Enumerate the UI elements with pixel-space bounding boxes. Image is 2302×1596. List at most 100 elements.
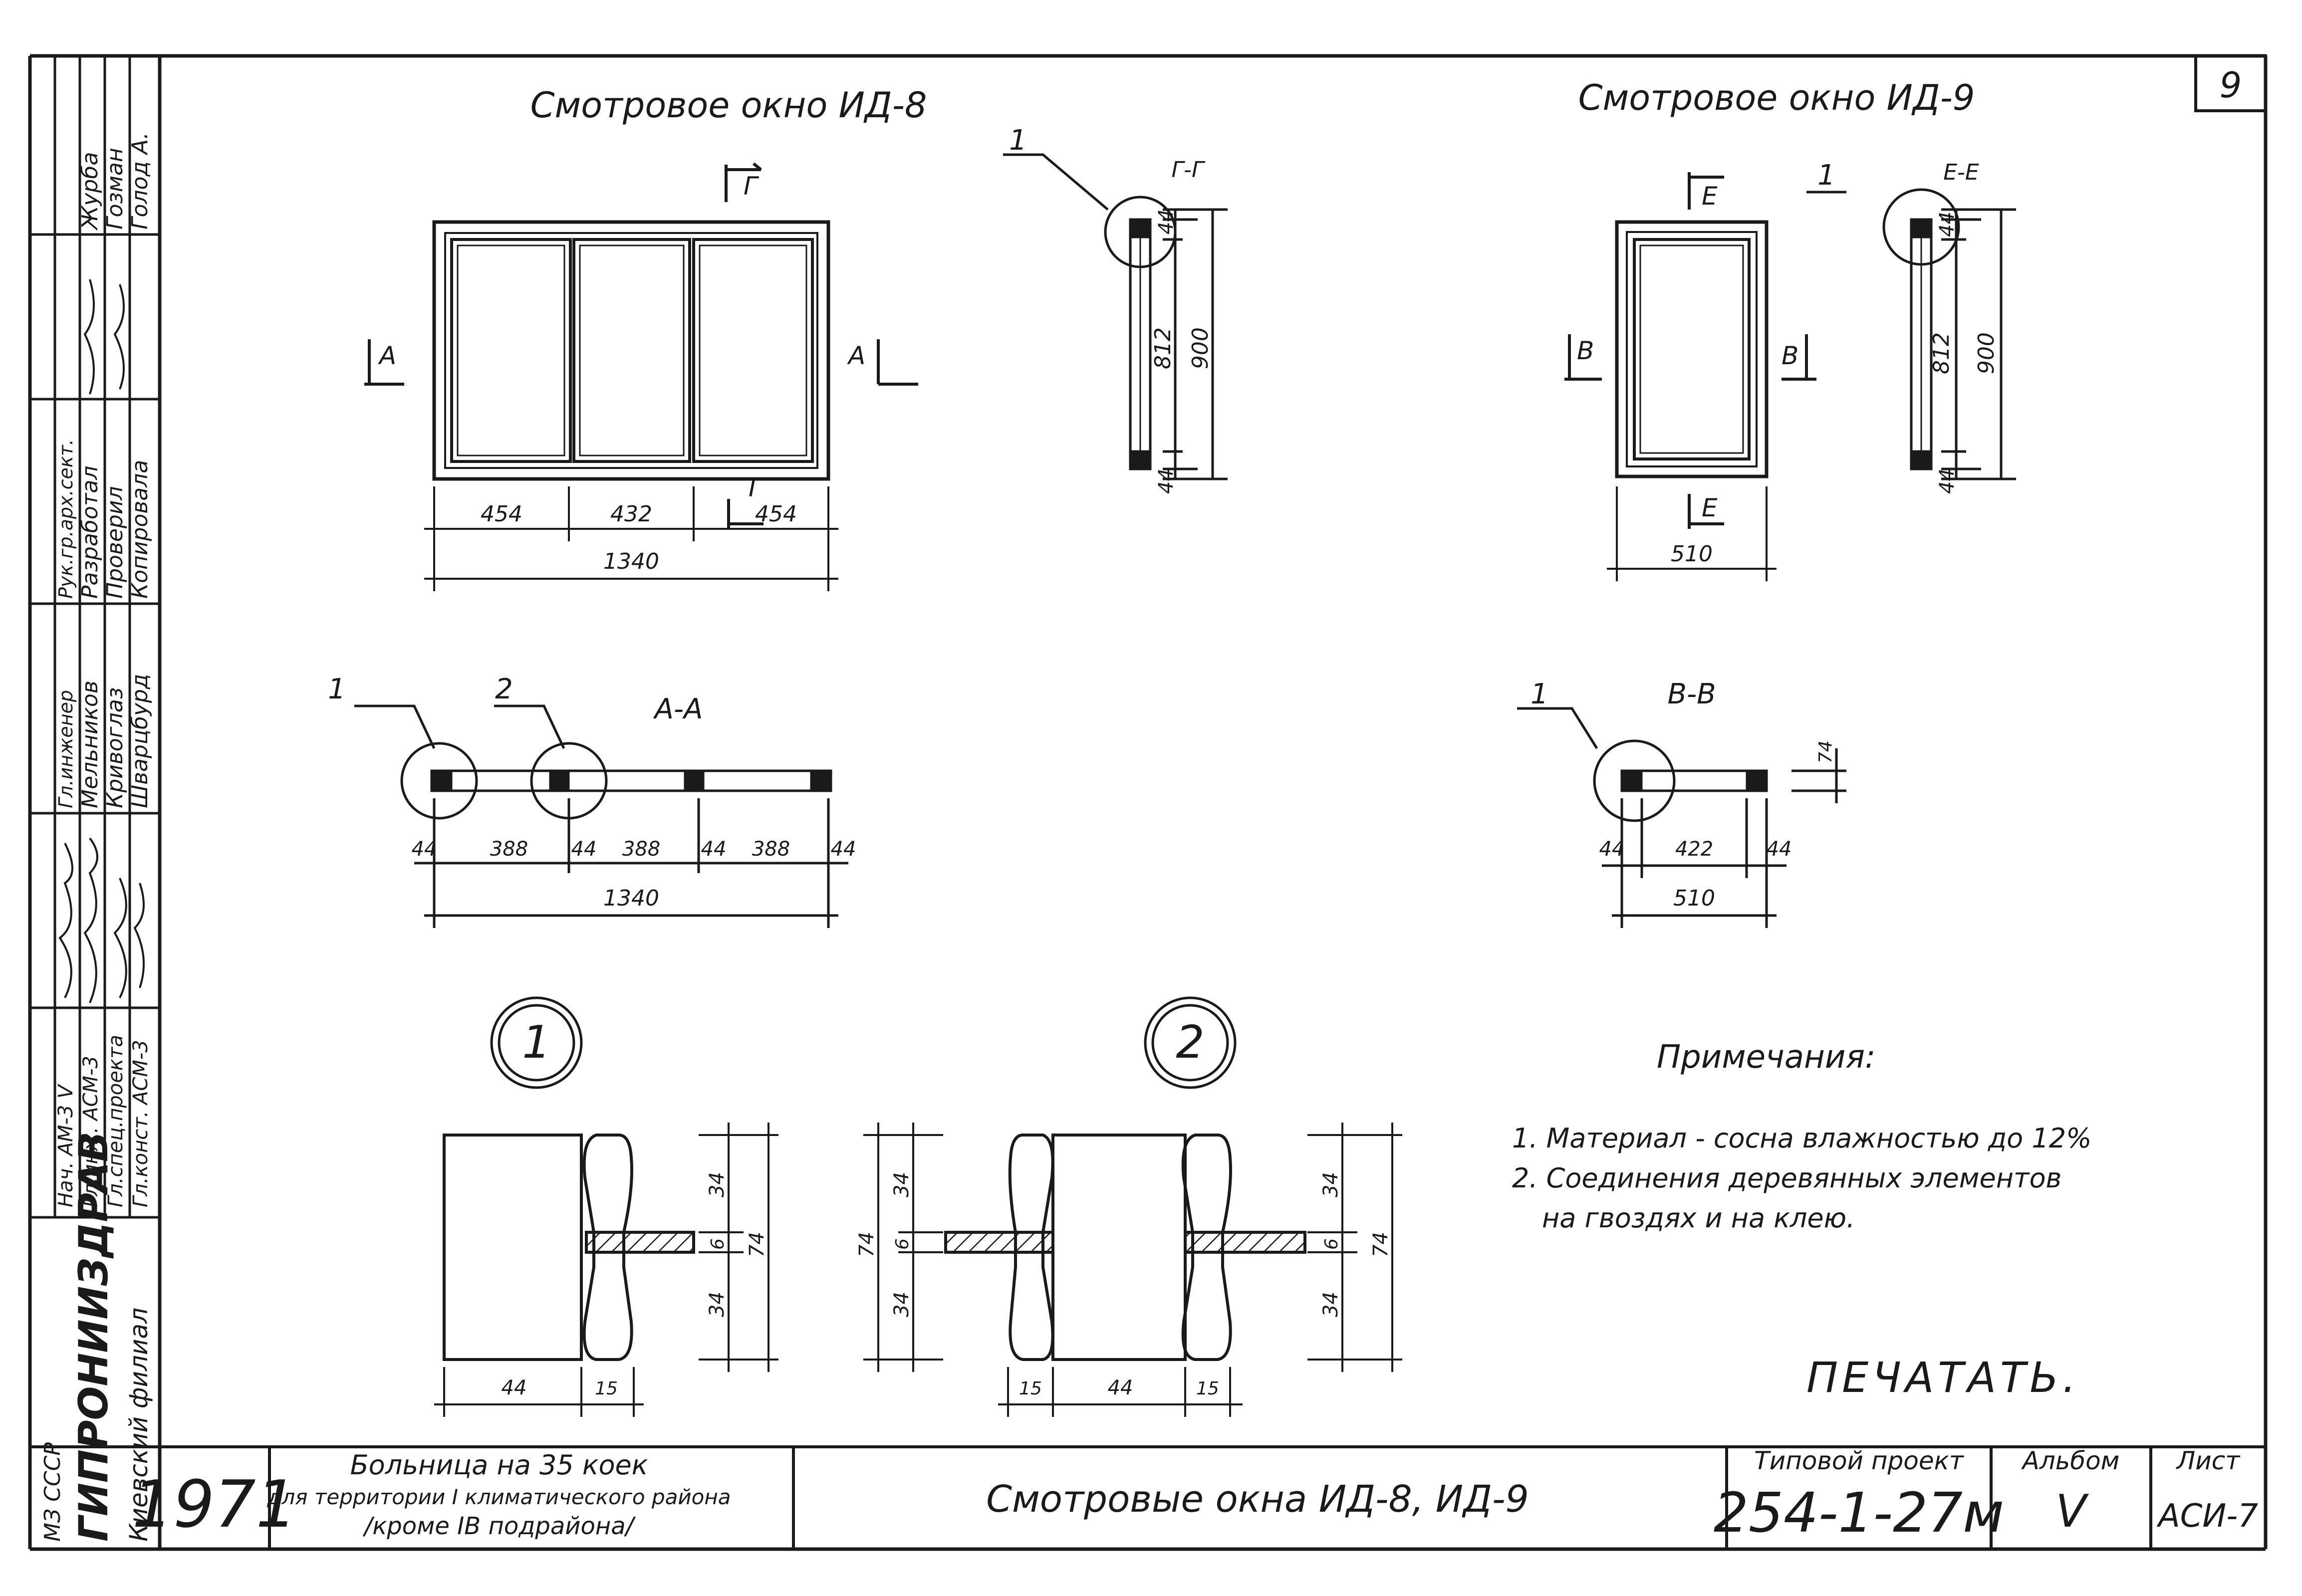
mark-e-top: Е [1702, 182, 1718, 211]
section-marks-id9 [1564, 172, 1816, 529]
d2-right-dim-34-top: 34 [1319, 1172, 1342, 1197]
mark-g-top: Г [744, 172, 760, 201]
album-label: Альбом [2021, 1446, 2120, 1475]
sheet-title: Смотровые окна ИД-8, ИД-9 [986, 1478, 1529, 1521]
d2-dim-44: 44 [1108, 1376, 1133, 1399]
dims-id9 [1607, 486, 1777, 581]
detail-2-number: 2 [1176, 1016, 1204, 1069]
mark-v-left: В [1577, 336, 1594, 365]
section-gg-drawing [1003, 153, 1228, 480]
d1-dim-6: 6 [708, 1238, 728, 1250]
name-melnikov: Мельников [77, 681, 103, 808]
vv-dim-74: 74 [1815, 740, 1836, 763]
label-copied: Копировала [127, 460, 153, 599]
side-block-text: Нач. АМ-3 V Гл.инж. АСМ-3 Гл.спец.проект… [54, 132, 153, 1207]
ee-dim-812: 812 [1929, 332, 1954, 374]
vv-dim-422: 422 [1675, 838, 1713, 861]
d1-dim-74: 74 [746, 1232, 768, 1257]
vv-dim-44-right: 44 [1767, 838, 1792, 861]
typical-project-value: 254-1-27м [1714, 1481, 2004, 1545]
callout-gg: 1 [1009, 124, 1027, 157]
mark-e-bottom: Е [1702, 493, 1718, 522]
mark-a-right: А [847, 341, 865, 370]
title-section-vv: В-В [1667, 678, 1716, 710]
org-name: ГИПРОНИИЗДРАВ [70, 1132, 117, 1542]
dim-454-right: 454 [755, 501, 797, 527]
window-id9-elevation [1615, 220, 1769, 478]
title-id8: Смотровое окно ИД-8 [530, 85, 927, 126]
note-2-cont: на гвоздях и на клею. [1542, 1202, 1855, 1234]
aa-dim-44-4: 44 [831, 838, 856, 861]
detail-2-drawing [863, 1123, 1402, 1417]
gg-dim-44-bottom: 44 [1155, 468, 1178, 494]
title-section-aa: А-А [653, 693, 703, 725]
d2-right-dim-34-bottom: 34 [1319, 1292, 1342, 1317]
title-section-ee: Е-Е [1943, 160, 1979, 185]
callout-aa-2: 2 [495, 673, 513, 705]
window-id8-elevation [432, 220, 830, 481]
sheet-number-box: 9 [2194, 54, 2267, 112]
note-1: 1. Материал - сосна влажностью до 12% [1512, 1123, 2091, 1154]
org-branch: Киевский филиал [124, 1308, 153, 1542]
mark-a-left: А [378, 341, 396, 370]
mark-g-bottom: Г [749, 473, 765, 502]
gg-dim-44-top: 44 [1155, 209, 1178, 234]
sheet-value: АСИ-7 [2156, 1498, 2258, 1535]
aa-dim-1340: 1340 [603, 886, 659, 911]
print-stamp: ПЕЧАТАТЬ. [1806, 1353, 2080, 1402]
d2-left-dim-34-top: 34 [890, 1172, 913, 1197]
section-aa-drawing [354, 704, 848, 928]
name-zhurba: Журба [77, 152, 103, 231]
role-3: Гл.спец.проекта [104, 1035, 127, 1207]
dim-1340-id8: 1340 [603, 549, 659, 574]
col-label-2: Рук.гр.арх.сект. [55, 439, 77, 599]
signatures [58, 279, 145, 1003]
d1-dim-15: 15 [595, 1378, 618, 1399]
dim-454-left: 454 [481, 501, 522, 527]
project-line-1: Больница на 35 коек [350, 1449, 648, 1481]
d1-dim-34-bottom: 34 [706, 1292, 729, 1317]
vv-dim-44-left: 44 [1599, 838, 1625, 861]
title-block [30, 1445, 2266, 1549]
role-4: Гл.конст. АСМ-3 [129, 1040, 152, 1207]
name-krivoglaz: Кривоглаз [102, 687, 128, 808]
title-block-text: 1971 Больница на 35 коек для территории … [132, 1446, 2259, 1545]
side-block [30, 56, 160, 1219]
notes-heading: Примечания: [1657, 1039, 1876, 1076]
vv-dim-510: 510 [1673, 886, 1715, 911]
aa-dim-388-3: 388 [752, 838, 790, 861]
detail-2-label [1144, 996, 1237, 1089]
ee-dim-900: 900 [1974, 332, 1999, 374]
d1-dim-44: 44 [502, 1376, 527, 1399]
role-2: Гл.инж. АСМ-3 [79, 1056, 102, 1207]
label-developed: Разработал [77, 465, 103, 599]
note-2: 2. Соединения деревянных элементов [1512, 1162, 2061, 1194]
detail-1-label [490, 996, 583, 1089]
callout-ee: 1 [1817, 159, 1835, 192]
title-id9: Смотровое окно ИД-9 [1578, 77, 1975, 118]
sheet-label: Лист [2176, 1446, 2241, 1475]
sheet-number: 9 [2220, 65, 2242, 106]
d2-left-dim-34-bottom: 34 [890, 1292, 913, 1317]
year: 1971 [132, 1466, 297, 1542]
d2-dim-15-right: 15 [1196, 1378, 1219, 1399]
section-vv-drawing [1517, 707, 1846, 928]
org-block: МЗ СССР ГИПРОНИИЗДРАВ Киевский филиал [30, 1132, 160, 1542]
album-value: V [2055, 1485, 2089, 1538]
title-section-gg: Г-Г [1172, 157, 1206, 183]
aa-dim-44-3: 44 [701, 838, 727, 861]
detail-1-number: 1 [522, 1016, 550, 1069]
d2-left-dim-6: 6 [892, 1238, 913, 1250]
ee-dim-44-bottom: 44 [1936, 468, 1959, 494]
d2-right-dim-6: 6 [1321, 1238, 1342, 1250]
gg-dim-812: 812 [1150, 327, 1176, 369]
d2-left-dim-74: 74 [855, 1232, 878, 1257]
project-line-3: /кроме IВ подрайона/ [362, 1512, 636, 1540]
col-label-1: Гл.инженер [55, 690, 77, 808]
d2-dim-15-left: 15 [1019, 1378, 1042, 1399]
label-checked: Проверил [102, 486, 128, 599]
aa-dim-388-2: 388 [622, 838, 660, 861]
mark-v-right: В [1782, 341, 1798, 370]
section-marks-id8 [364, 162, 918, 529]
gg-dim-900: 900 [1188, 327, 1213, 369]
